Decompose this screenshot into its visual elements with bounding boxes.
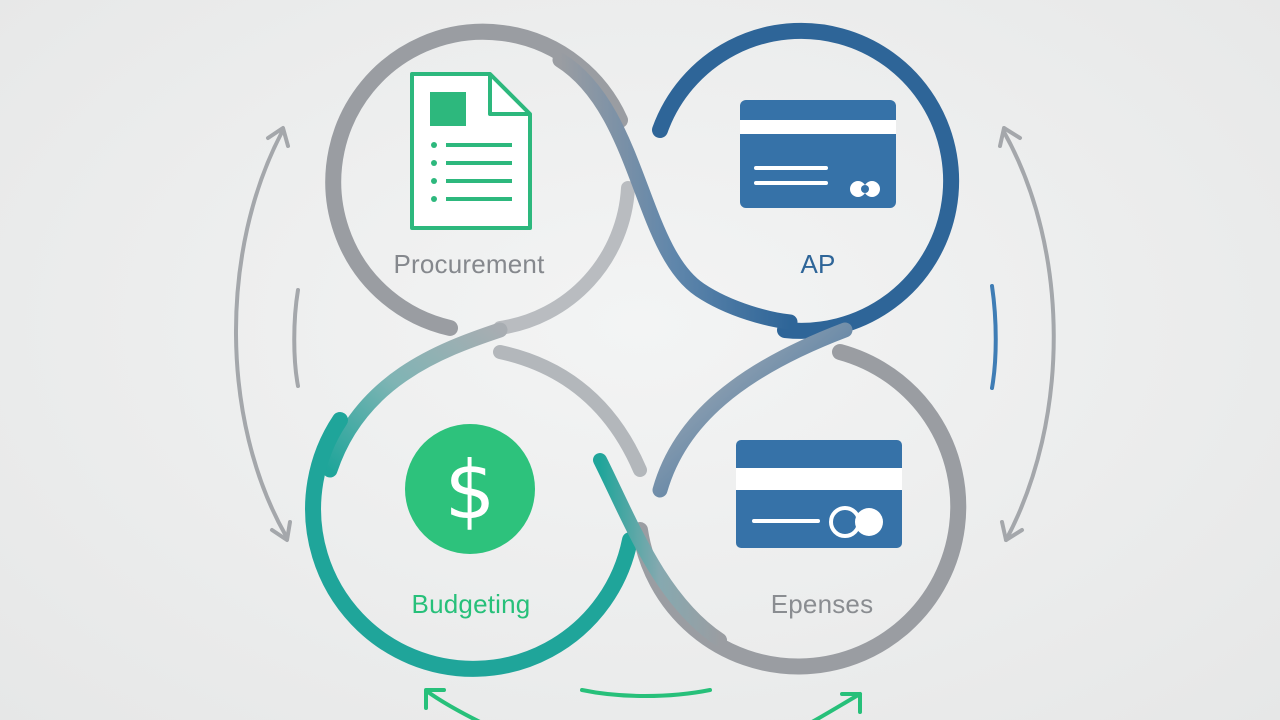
- bottom-center-dash: [580, 688, 712, 698]
- middle-connector-gray: [493, 345, 647, 477]
- procurement-ring-inner-arc: [493, 181, 635, 335]
- bottom-right-arrow: [811, 692, 862, 720]
- dollar-coin-icon: $: [405, 424, 535, 554]
- right-cycle-arrow: [998, 126, 1056, 542]
- middle-crossing-band-right: [652, 322, 853, 498]
- svg-text:$: $: [445, 444, 496, 537]
- left-cycle-arrow: [234, 126, 292, 542]
- top-crossing-band: [552, 52, 798, 330]
- budgeting-ring: [305, 412, 638, 677]
- payment-card-icon: [736, 440, 902, 548]
- expenses-label: Epenses: [770, 589, 874, 619]
- budgeting-label: Budgeting: [411, 589, 531, 619]
- right-inner-dash: [990, 284, 998, 390]
- document-icon: [410, 72, 532, 230]
- bottom-left-arrow: [424, 688, 481, 720]
- middle-crossing-band-left: [322, 322, 508, 478]
- credit-card-icon: [740, 100, 896, 208]
- ap-ring: [652, 22, 960, 339]
- ap-label: AP: [800, 249, 836, 279]
- procurement-label: Procurement: [393, 249, 545, 279]
- bottom-crossing-band: [593, 453, 727, 647]
- procurement-ring: [325, 23, 628, 336]
- left-inner-dash: [292, 288, 300, 388]
